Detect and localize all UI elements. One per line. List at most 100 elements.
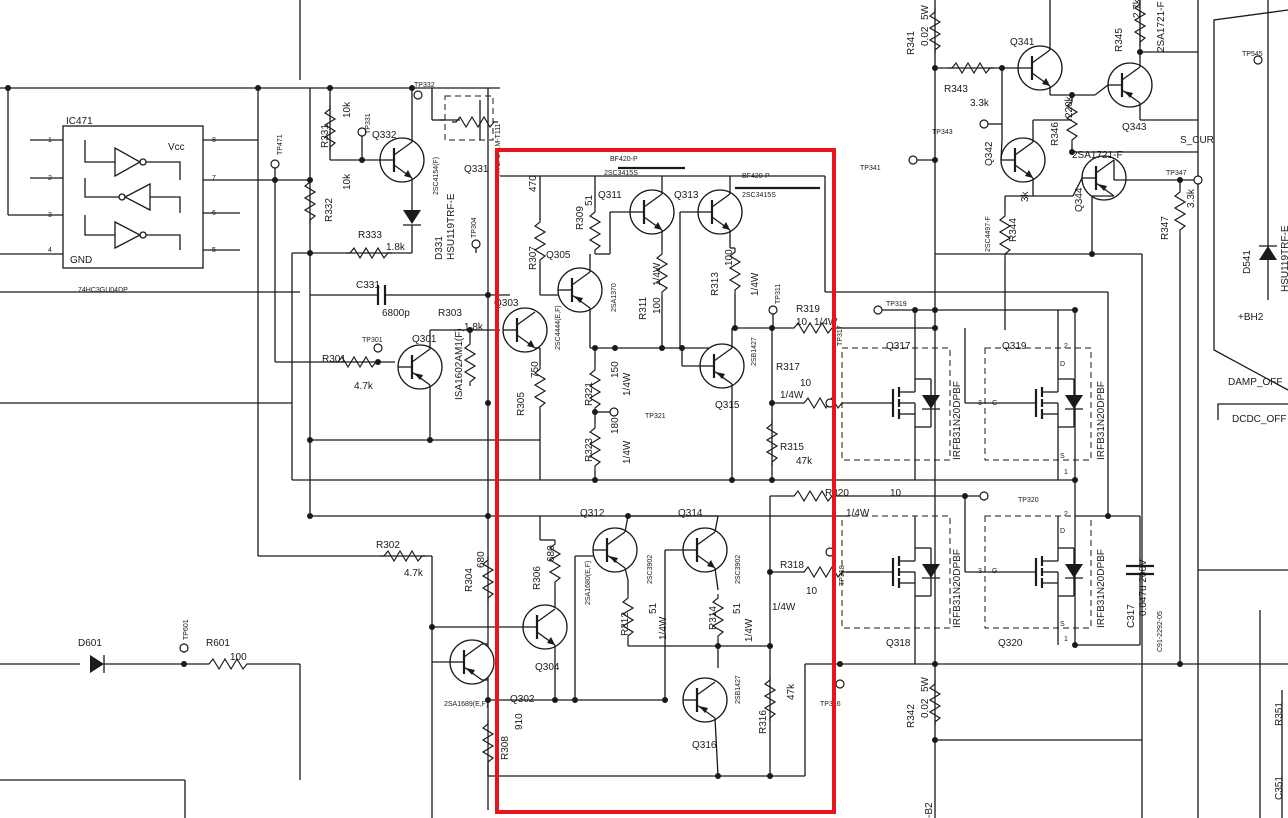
tp545: TP545 bbox=[1242, 51, 1263, 58]
pin-d-q320: D bbox=[1060, 528, 1065, 535]
r307-value: 470 bbox=[528, 175, 539, 192]
ic471-part: 74HC3GU04DP bbox=[78, 287, 128, 294]
q303: Q303 bbox=[494, 298, 519, 309]
r346: R346 bbox=[1050, 122, 1061, 146]
q311-part: 2SC3415S bbox=[604, 170, 638, 177]
r303-value: 1.8k bbox=[464, 322, 484, 333]
tp343: TP343 bbox=[932, 129, 953, 136]
tp319: TP319 bbox=[886, 301, 907, 308]
r323: R323 bbox=[584, 438, 595, 462]
c317: C317 bbox=[1126, 604, 1137, 628]
r317-value: 10 bbox=[800, 378, 812, 389]
pin-s-q320: S bbox=[1060, 621, 1065, 628]
pin-2: 2 bbox=[48, 175, 52, 182]
q301-part: ISA1602AM1(F) bbox=[454, 328, 465, 400]
r351: R351 bbox=[1274, 702, 1285, 726]
r315-value: 47k bbox=[796, 456, 813, 467]
r314-watt: 1/4W bbox=[744, 618, 755, 642]
tp347: TP347 bbox=[1166, 170, 1187, 177]
pin-3-q320: 3 bbox=[978, 568, 982, 575]
q313: Q313 bbox=[674, 190, 699, 201]
r305: R305 bbox=[516, 392, 527, 416]
r304-value: 680 bbox=[476, 551, 487, 568]
r319: R319 bbox=[796, 304, 820, 315]
q316-part: 2SB1427 bbox=[735, 675, 742, 704]
q343-part: 2SA1721-F bbox=[1156, 1, 1167, 52]
c351: C351 bbox=[1274, 776, 1285, 800]
d331: D331 bbox=[434, 236, 445, 260]
r308: R308 bbox=[500, 736, 511, 760]
q315-part: 2SB1427 bbox=[751, 337, 758, 366]
q305-part: 2SA1370 bbox=[611, 283, 618, 312]
current-sense: R341 0.02 5W TP343 TP341 R343 3.3k Q341 … bbox=[860, 0, 1263, 818]
pin-4: 4 bbox=[48, 247, 52, 254]
r314-value: 51 bbox=[732, 602, 743, 614]
q344: Q344 bbox=[1074, 187, 1085, 212]
r332-value: 10k bbox=[342, 173, 353, 190]
r312-value: 51 bbox=[648, 602, 659, 614]
q332: Q332 bbox=[372, 130, 397, 141]
b2-label: -B2 bbox=[924, 802, 935, 818]
q304: Q304 bbox=[535, 662, 560, 673]
c331-value: 6800p bbox=[382, 308, 410, 319]
r305-value: 750 bbox=[530, 361, 541, 378]
r345-value: 2.7k bbox=[1132, 0, 1143, 18]
r342-value: 0.02 bbox=[920, 698, 931, 718]
r321-value: 150 bbox=[610, 361, 621, 378]
mosfet-bank: Q317 Q319 Q318 Q320 IRFB31N20DPBF IRFB31… bbox=[824, 176, 1164, 667]
q301: Q301 bbox=[412, 334, 437, 345]
r320: R320 bbox=[825, 488, 849, 499]
d331-part: HSU119TRF-E bbox=[446, 193, 457, 260]
pin-7: 7 bbox=[212, 175, 216, 182]
s-cur: S_CUR bbox=[1180, 135, 1214, 146]
d541: D541 bbox=[1242, 250, 1253, 274]
ic471-vcc: Vcc bbox=[168, 142, 185, 153]
bottom-left: D601 R601 100 TP601 bbox=[0, 0, 433, 818]
right-edge: D541 HSU119TRF-E +BH2 DAMP_OFF DCDC_OFF … bbox=[906, 0, 1288, 818]
q342: Q342 bbox=[984, 141, 995, 166]
ic471-ref: IC471 bbox=[66, 116, 93, 127]
c317-part: C91-2292-05 bbox=[1157, 611, 1164, 652]
q317: Q317 bbox=[886, 341, 911, 352]
bf420-b: BF420-P bbox=[742, 173, 770, 180]
tp301: TP301 bbox=[362, 337, 383, 344]
r319-value: 10 bbox=[796, 317, 808, 328]
r341: R341 bbox=[906, 31, 917, 55]
q319-part: IRFB31N20DPBF bbox=[1096, 381, 1107, 460]
r302-value: 4.7k bbox=[404, 568, 424, 579]
pin-s-q319: S bbox=[1060, 453, 1065, 460]
r342-watt: 5W bbox=[920, 676, 931, 692]
r312: R312 bbox=[620, 612, 631, 636]
r344: R344 bbox=[1008, 218, 1019, 242]
c331: C331 bbox=[356, 280, 380, 291]
q343: Q343 bbox=[1122, 122, 1147, 133]
q314-part: 2SC3902 bbox=[647, 555, 654, 584]
r331: R331 bbox=[320, 124, 331, 148]
r313-value: 100 bbox=[724, 249, 735, 266]
bh2-label: +BH2 bbox=[1238, 312, 1264, 323]
highlight-box bbox=[495, 148, 836, 814]
q315: Q315 bbox=[715, 400, 740, 411]
q313-part: 2SC3415S bbox=[742, 192, 776, 199]
r304: R304 bbox=[464, 568, 475, 592]
r320-value: 10 bbox=[890, 488, 902, 499]
c317-value: 0.047u 200V bbox=[1138, 559, 1149, 616]
r601: R601 bbox=[206, 638, 230, 649]
r318: R318 bbox=[780, 560, 804, 571]
r316-value: 47k bbox=[786, 683, 797, 700]
r333: R333 bbox=[358, 230, 382, 241]
q314: Q314 bbox=[678, 508, 703, 519]
pin-3-q319: 3 bbox=[978, 400, 982, 407]
q331: Q331 bbox=[464, 164, 489, 175]
r301-value: 4.7k bbox=[354, 381, 374, 392]
tp601: TP601 bbox=[183, 619, 190, 640]
pin-5: 5 bbox=[212, 247, 216, 254]
r316: R316 bbox=[758, 710, 769, 734]
pin-g-q319: G bbox=[992, 400, 997, 407]
r307: R307 bbox=[528, 246, 539, 270]
ic471: IC471 Vcc GND 74HC3GU04DP 1 2 3 4 8 7 6 … bbox=[0, 85, 500, 363]
r344-value: 3k bbox=[1020, 190, 1031, 202]
pin-1: 1 bbox=[48, 137, 52, 144]
r318-watt: 1/4W bbox=[772, 602, 796, 613]
